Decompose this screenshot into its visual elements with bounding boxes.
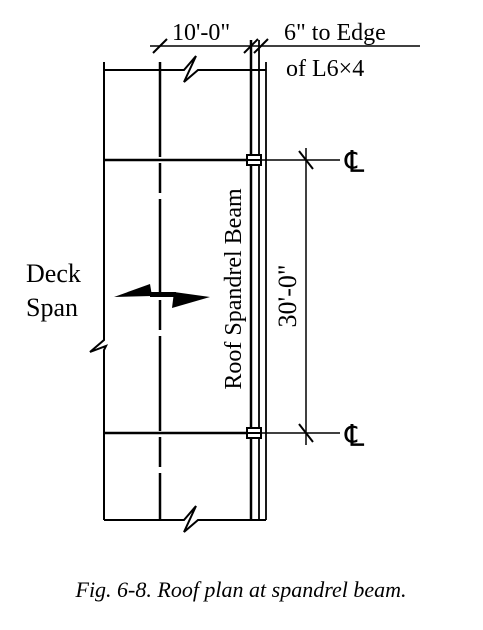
dim-6in-label-line2: of L6×4 [286,56,364,82]
deck-label: Deck [26,259,81,288]
span-label: Span [26,293,78,322]
bottom-break-line [104,505,266,533]
dim-tick-1 [152,38,168,54]
deck-span-arrow-icon [114,284,210,308]
connection-symbol-top [246,154,262,166]
dim-10ft-label: 10'-0" [172,20,230,46]
vdim-tick-top [298,150,314,170]
centerline-symbol-bottom: ℄ [344,420,365,453]
dim-30ft-label: 30'-0" [273,265,302,328]
dim-tick-2 [243,38,259,54]
centerline-symbol-top: ℄ [344,146,365,179]
roof-spandrel-beam-label: Roof Spandrel Beam [221,188,247,390]
figure-caption: Fig. 6-8. Roof plan at spandrel beam. [75,577,407,602]
dim-6in-label: 6" to Edge [284,20,386,46]
dim-tick-3 [253,38,269,54]
connection-symbol-bottom [246,427,262,439]
vdim-tick-bottom [298,423,314,443]
left-edge-line [89,62,109,520]
top-break-line [104,55,266,83]
